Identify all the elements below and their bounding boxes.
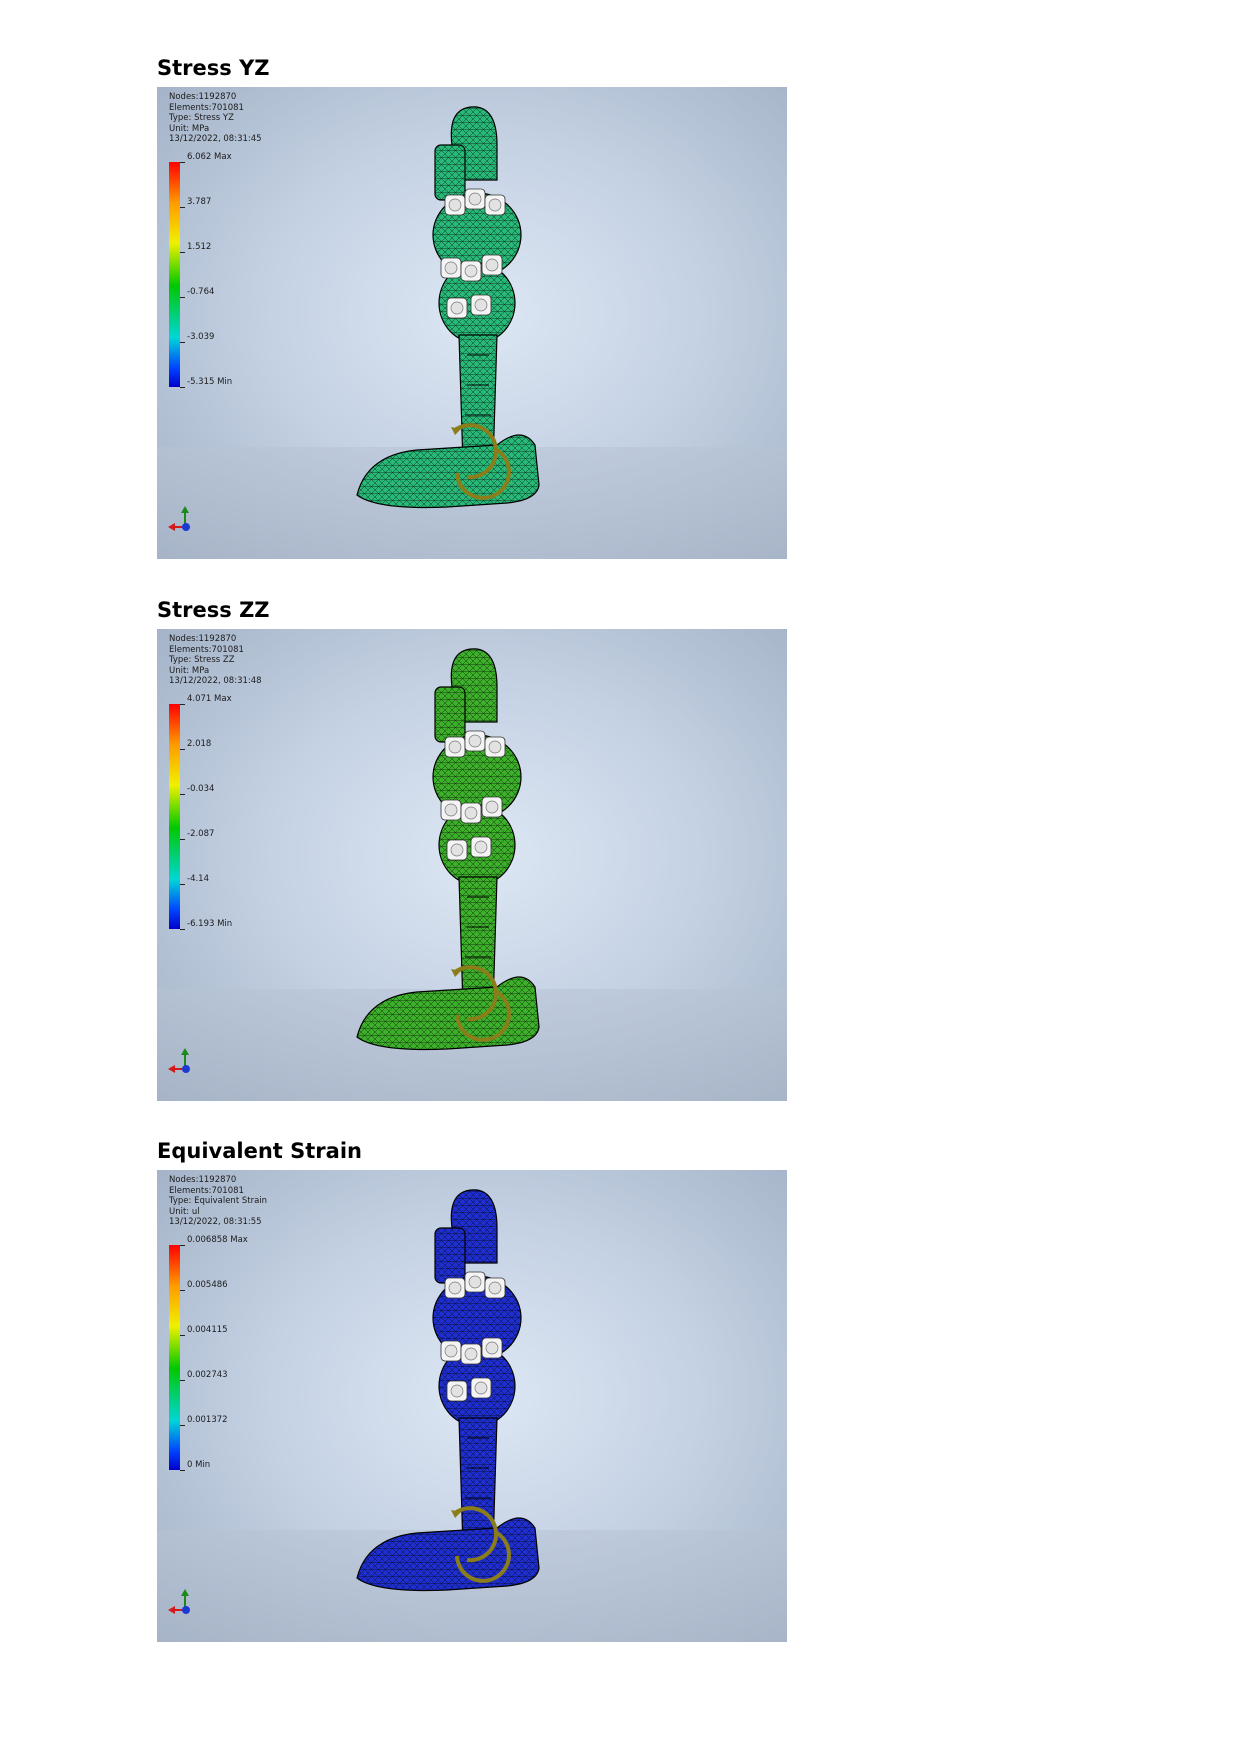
legend-label: 0.004115 [187,1325,228,1335]
legend-label: -4.14 [187,874,209,884]
result-info: Nodes:1192870 Elements:701081 Type: Stre… [169,634,262,686]
leg-orthosis-model [356,648,540,1051]
color-legend-bar [169,162,180,387]
legend-label: -3.039 [187,332,215,342]
legend-label: 0.006858 Max [187,1235,248,1245]
result-info: Nodes:1192870 Elements:701081 Type: Stre… [169,92,262,144]
legend-label: -6.193 Min [187,919,233,929]
fea-viewport: Nodes:1192870 Elements:701081 Type: Stre… [157,87,787,559]
legend-label: -0.034 [187,784,215,794]
fea-viewport: Nodes:1192870 Elements:701081 Type: Equi… [157,1170,787,1642]
axis-triad-icon [168,1048,190,1073]
color-legend-bar [169,1245,180,1470]
result-info: Nodes:1192870 Elements:701081 Type: Equi… [169,1175,268,1227]
legend-label: -5.315 Min [187,377,233,387]
legend-label: 0.001372 [187,1415,228,1425]
section-title: Equivalent Strain [157,1139,362,1163]
legend-label: 4.071 Max [187,694,232,704]
legend-label: 1.512 [187,242,212,252]
legend-label: 2.018 [187,739,212,749]
legend-label: 3.787 [187,197,212,207]
legend-label: 0 Min [187,1460,211,1470]
legend-label: -0.764 [187,287,215,297]
section-title: Stress ZZ [157,598,270,622]
fea-viewport: Nodes:1192870 Elements:701081 Type: Stre… [157,629,787,1101]
legend-label: 6.062 Max [187,152,232,162]
color-legend-bar [169,704,180,929]
leg-orthosis-model [356,106,540,509]
axis-triad-icon [168,506,190,531]
section-title: Stress YZ [157,56,270,80]
legend-label: -2.087 [187,829,215,839]
axis-triad-icon [168,1589,190,1614]
legend-label: 0.002743 [187,1370,228,1380]
legend-label: 0.005486 [187,1280,228,1290]
leg-orthosis-model [356,1189,540,1592]
